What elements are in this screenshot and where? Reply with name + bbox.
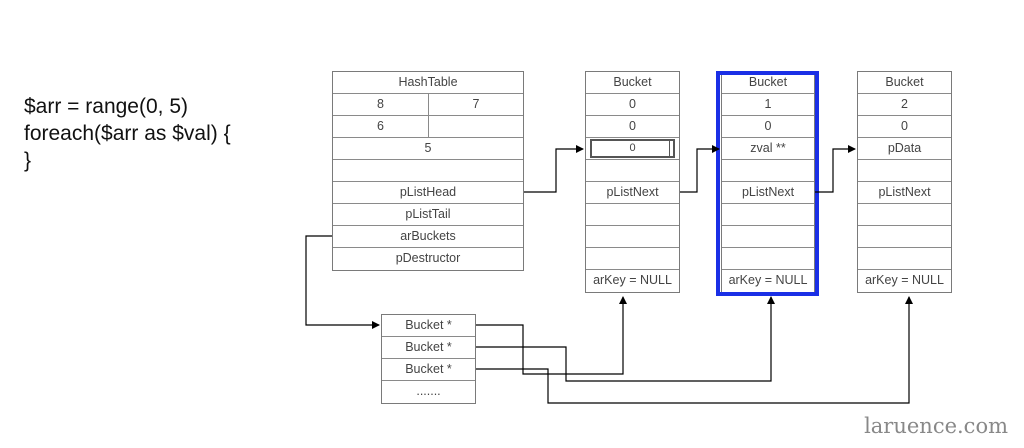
bucket-empty bbox=[722, 226, 814, 248]
hashtable-plisttail: pListTail bbox=[333, 204, 523, 226]
bucket-title: Bucket bbox=[722, 72, 814, 94]
bucket-empty bbox=[586, 226, 679, 248]
bucket-empty bbox=[858, 204, 951, 226]
watermark: laruence.com bbox=[864, 414, 1008, 438]
bucket-value: 0 bbox=[858, 116, 951, 138]
slot2-arrow bbox=[476, 296, 913, 404]
hashtable-cell-7: 7 bbox=[472, 97, 480, 111]
bucket-empty bbox=[722, 204, 814, 226]
code-line-1: $arr = range(0, 5) bbox=[24, 95, 189, 118]
arbuckets-ellipsis: ....... bbox=[416, 384, 441, 398]
hashtable-pdestructor: pDestructor bbox=[395, 251, 461, 265]
arbuckets-arrow bbox=[305, 235, 380, 329]
hashtable-row-3: 5 bbox=[333, 138, 523, 160]
arbuckets-slot: Bucket * bbox=[382, 337, 475, 359]
arbuckets-slot: Bucket * bbox=[382, 315, 475, 337]
hashtable-arbuckets: arBuckets bbox=[333, 226, 523, 248]
bucket-title: Bucket bbox=[858, 72, 951, 94]
hashtable-title: HashTable bbox=[333, 72, 523, 94]
plistnext-arrow-1 bbox=[815, 145, 856, 193]
plistnext-arrow-0 bbox=[680, 145, 720, 193]
arbuckets-array: Bucket * Bucket * Bucket * ....... bbox=[381, 314, 476, 404]
bucket-empty bbox=[858, 248, 951, 270]
hashtable-cell-6: 6 bbox=[377, 119, 384, 133]
hashtable-row-4 bbox=[333, 160, 523, 182]
php-code: $arr = range(0, 5) foreach($arr as $val)… bbox=[24, 93, 231, 174]
hashtable-row-1: 8 7 bbox=[333, 94, 523, 116]
bucket-arkey: arKey = NULL bbox=[865, 273, 944, 287]
bucket-2: Bucket 2 0 pData pListNext arKey = NULL bbox=[857, 71, 952, 293]
bucket-0: Bucket 0 0 0 pListNext arKey = NULL bbox=[585, 71, 680, 293]
bucket-value: 0 bbox=[586, 116, 679, 138]
bucket-value: 0 bbox=[586, 94, 679, 116]
bucket-empty bbox=[722, 160, 814, 182]
hashtable-struct: HashTable 8 7 6 5 pListHead pListTail ar… bbox=[332, 71, 524, 271]
hashtable-cell-8: 8 bbox=[377, 97, 384, 111]
code-line-2: foreach($arr as $val) { bbox=[24, 122, 231, 145]
bucket-empty bbox=[858, 226, 951, 248]
bucket-plistnext: pListNext bbox=[586, 182, 679, 204]
code-line-3: } bbox=[24, 149, 32, 172]
hashtable-plisthead: pListHead bbox=[333, 182, 523, 204]
slot0-arrow bbox=[476, 296, 627, 375]
bucket-arkey: arKey = NULL bbox=[593, 273, 672, 287]
bucket-data-row: 0 bbox=[586, 138, 679, 160]
bucket-plistnext: pListNext bbox=[858, 182, 951, 204]
bucket-title: Bucket bbox=[586, 72, 679, 94]
bucket-zval-box: 0 bbox=[590, 139, 675, 158]
bucket-value: 0 bbox=[722, 116, 814, 138]
hashtable-row-2: 6 bbox=[333, 116, 523, 138]
plisthead-arrow bbox=[524, 145, 584, 193]
slot1-arrow bbox=[476, 296, 775, 382]
bucket-empty bbox=[586, 160, 679, 182]
bucket-empty bbox=[586, 204, 679, 226]
bucket-empty bbox=[722, 248, 814, 270]
bucket-value: 2 bbox=[858, 94, 951, 116]
bucket-empty bbox=[586, 248, 679, 270]
bucket-zval: zval ** bbox=[722, 138, 814, 160]
bucket-value: 1 bbox=[722, 94, 814, 116]
bucket-pdata: pData bbox=[858, 138, 951, 160]
bucket-plistnext: pListNext bbox=[722, 182, 814, 204]
bucket-empty bbox=[858, 160, 951, 182]
arbuckets-slot: Bucket * bbox=[382, 359, 475, 381]
bucket-arkey: arKey = NULL bbox=[728, 273, 808, 287]
